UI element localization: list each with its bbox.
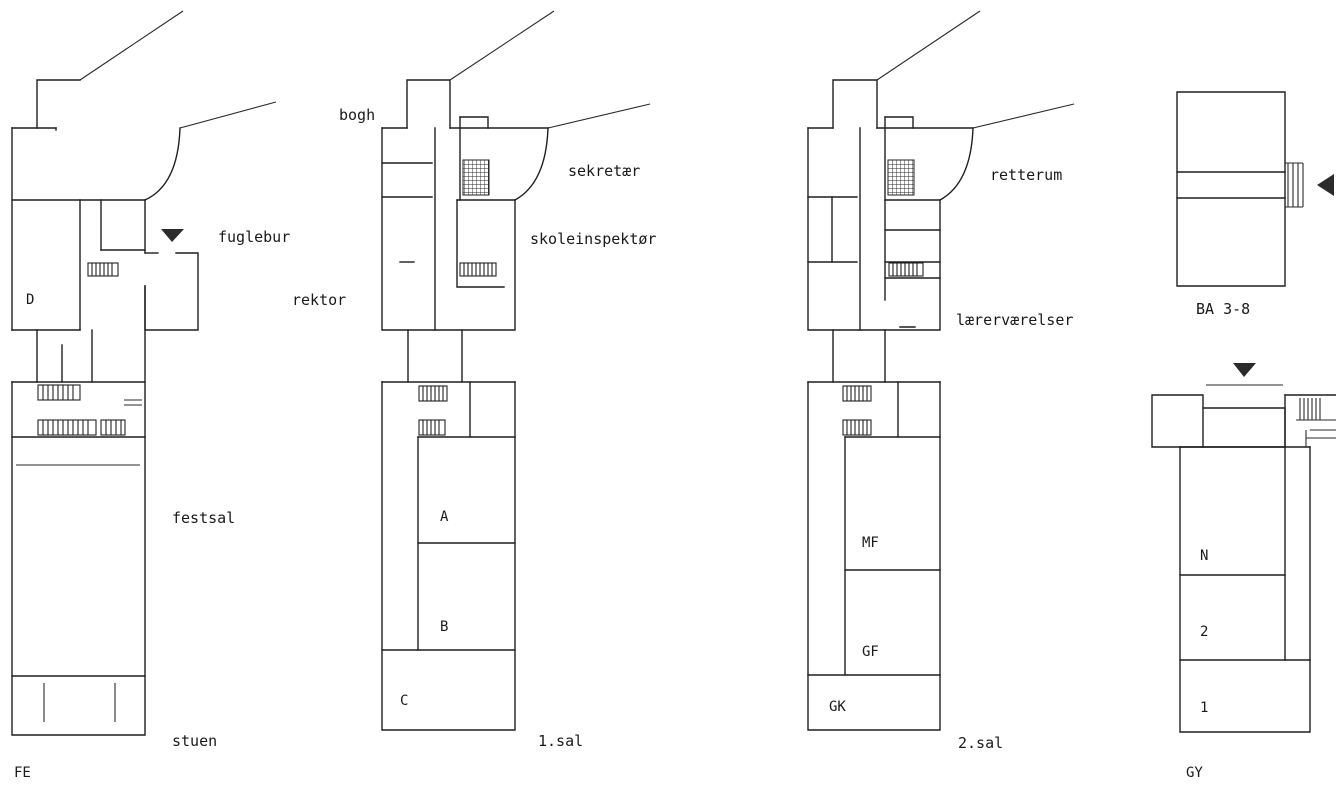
plan-1-sal: bogh sekretær skoleinspektør rektor A B … <box>292 10 656 750</box>
entrance-marker-icon <box>161 229 184 242</box>
entrance-marker-icon <box>1233 363 1256 377</box>
floor-label-stuen: stuen <box>172 732 217 750</box>
room-label-1: 1 <box>1200 700 1208 716</box>
room-label-a: A <box>440 509 449 525</box>
room-label-mf: MF <box>862 535 879 551</box>
plan-2-sal: retterum lærerværelser MF GF GK 2.sal <box>807 10 1075 752</box>
building-label-ba: BA 3-8 <box>1196 300 1250 318</box>
room-label-gk: GK <box>829 699 846 715</box>
room-label-sekretaer: sekretær <box>568 162 640 180</box>
room-label-festsal: festsal <box>172 509 235 527</box>
room-label-n: N <box>1200 548 1208 564</box>
floor-label-2-sal: 2.sal <box>958 734 1003 752</box>
building-code-fe: FE <box>14 765 31 781</box>
room-label-gf: GF <box>862 644 879 660</box>
room-label-b: B <box>440 619 448 635</box>
room-label-fuglebur: fuglebur <box>218 228 290 246</box>
room-label-c: C <box>400 693 408 709</box>
entrance-marker-icon <box>1317 174 1334 196</box>
stairs-icon <box>37 262 126 436</box>
room-label-laerervaerelser: lærerværelser <box>956 311 1073 329</box>
stairs-icon <box>842 262 924 436</box>
room-label-rektor: rektor <box>292 291 346 309</box>
plan-ba: BA 3-8 <box>1176 91 1334 318</box>
stairs-icon <box>418 262 497 436</box>
room-label-d: D <box>26 292 34 308</box>
plan-gy: N 2 1 GY <box>1151 363 1336 781</box>
room-label-2: 2 <box>1200 624 1208 640</box>
room-label-bogh: bogh <box>339 106 375 124</box>
plan-stuen: fuglebur D festsal stuen FE <box>11 10 290 781</box>
building-code-gy: GY <box>1186 765 1203 781</box>
room-label-retterum: retterum <box>990 166 1062 184</box>
room-label-skoleinspektoer: skoleinspektør <box>530 230 656 248</box>
floor-label-1-sal: 1.sal <box>538 732 583 750</box>
